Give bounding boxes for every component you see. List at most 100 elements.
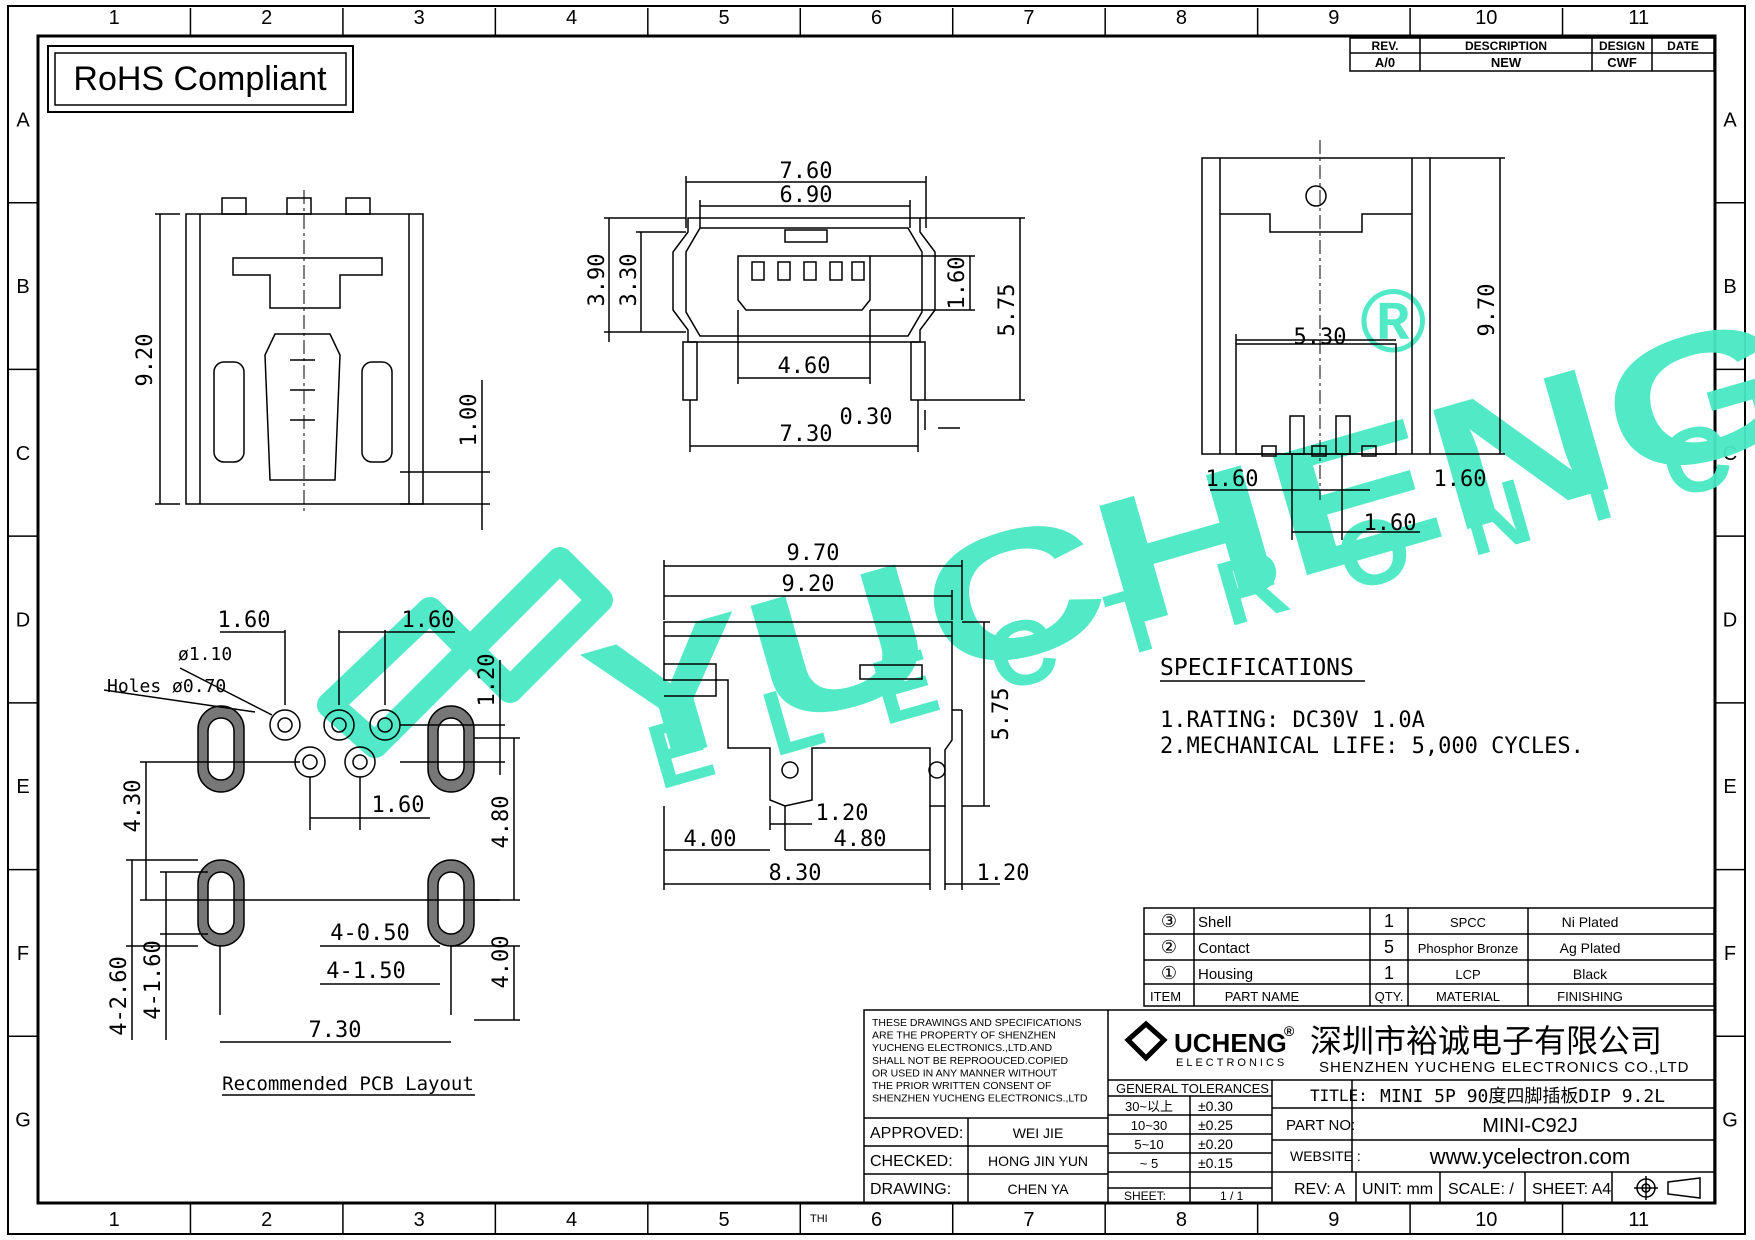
dim-side-p2: 1.60 [1434, 467, 1487, 492]
zone-col-2-bottom: 2 [261, 1209, 272, 1231]
tol-range: ~ 5 [1140, 1156, 1158, 1171]
spec-line-1: 1.RATING: DC30V 1.0A [1160, 708, 1425, 733]
zone-col-6-top: 6 [871, 7, 882, 29]
notice-line: ARE THE PROPERTY OF SHENZHEN [872, 1030, 1056, 1042]
bom-hdr-qty: QTY. [1375, 989, 1404, 1004]
bom-row-name: Housing [1198, 966, 1253, 983]
dim-front-pin-span: 4.60 [778, 354, 831, 379]
zone-row-F-left: F [17, 943, 29, 965]
rev-hdr-design: DESIGN [1599, 39, 1645, 53]
scale-cell: SCALE: / [1448, 1181, 1514, 1198]
zone-col-10-top: 10 [1475, 7, 1497, 29]
rohs-frame [47, 45, 354, 113]
dim-pcb-sl-b: 4-1.60 [141, 940, 166, 1019]
dim-side2-h: 5.75 [989, 688, 1014, 741]
tol-value: ±0.15 [1198, 1155, 1233, 1171]
approved-value: WEI JIE [1013, 1125, 1064, 1141]
pcb-layout [103, 630, 520, 1096]
pcb-title: Recommended PCB Layout [222, 1073, 474, 1095]
zone-col-7-top: 7 [1023, 7, 1034, 29]
zone-col-9-top: 9 [1328, 7, 1339, 29]
bom-row-mat: SPCC [1450, 915, 1486, 930]
zone-col-1-top: 1 [109, 7, 120, 29]
tol-range: 10~30 [1131, 1118, 1168, 1133]
bom-row-fin: Ni Plated [1562, 914, 1619, 930]
sheet-label: SHEET: [1124, 1189, 1166, 1203]
dim-front-h1: 3.90 [585, 254, 610, 307]
logo-sub: ELECTRONICS [1176, 1057, 1287, 1069]
zone-row-D-right: D [1723, 610, 1737, 632]
notice-line: SHALL NOT BE REPROOUCED.COPIED [872, 1055, 1068, 1067]
web-value: www.ycelectron.com [1429, 1144, 1631, 1169]
bom-row-no: ② [1161, 937, 1177, 957]
bom-hdr-mat: MATERIAL [1436, 989, 1500, 1004]
top-view [155, 190, 490, 530]
notice-line: THE PRIOR WRITTEN CONSENT OF [872, 1080, 1051, 1092]
tol-value: ±0.20 [1198, 1136, 1233, 1152]
dim-front-leg-span: 7.30 [780, 422, 833, 447]
zone-col-3-bottom: 3 [414, 1209, 425, 1231]
sheetsize-cell: SHEET: A4 [1532, 1181, 1611, 1198]
dim-side2-d: 8.30 [769, 861, 822, 886]
dim-top-pin: 1.00 [457, 394, 482, 447]
dim-side-p3: 1.60 [1364, 511, 1417, 536]
zone-col-5-top: 5 [718, 7, 729, 29]
notice-line: THESE DRAWINGS AND SPECIFICATIONS [872, 1017, 1081, 1029]
dim-front-pin-h: 1.60 [945, 257, 970, 310]
revision-table [1349, 37, 1715, 72]
tol-range: 5~10 [1134, 1137, 1163, 1152]
dim-pcb-v1: 4.30 [121, 780, 146, 833]
rev-val-rev: A/0 [1375, 55, 1395, 70]
zone-col-8-bottom: 8 [1176, 1209, 1187, 1231]
zone-row-G-left: G [15, 1110, 31, 1132]
logo-mark [1124, 1020, 1168, 1062]
dim-pcb-span: 7.30 [309, 1018, 362, 1043]
bom-row-no: ③ [1161, 911, 1177, 931]
tol-title: GENERAL TOLERANCES [1116, 1081, 1269, 1096]
dim-pcb-p2: 1.60 [402, 608, 455, 633]
logo-main: UCHENG [1174, 1028, 1287, 1058]
unit-cell: UNIT: mm [1362, 1181, 1433, 1198]
bom-row-qty: 1 [1384, 911, 1394, 931]
zone-row-C-left: C [16, 443, 30, 465]
zone-row-A-left: A [16, 109, 30, 131]
watermark: YUCHENG ELECTRONICS ® [317, 272, 1755, 812]
bom-row-mat: Phosphor Bronze [1418, 941, 1518, 956]
zone-col-5-bottom: 5 [718, 1209, 729, 1231]
zone-col-9-bottom: 9 [1328, 1209, 1339, 1231]
dim-front-leg-t: 0.30 [840, 405, 893, 430]
zone-col-2-top: 2 [261, 7, 272, 29]
part-value: MINI-C92J [1482, 1115, 1578, 1137]
rohs-label: RoHS Compliant [73, 60, 327, 98]
dim-side2-inner: 9.20 [782, 572, 835, 597]
zone-col-6-bottom: 6 [871, 1209, 882, 1231]
rev-val-desc: NEW [1491, 55, 1522, 70]
zone-row-C-right: C [1723, 443, 1737, 465]
outer-border [7, 5, 1746, 1235]
dim-side2-c: 4.80 [834, 827, 887, 852]
zone-col-1-bottom: 1 [109, 1209, 120, 1231]
bom-row-mat: LCP [1455, 967, 1480, 982]
zone-col-11-bottom: 11 [1628, 1209, 1649, 1231]
bom-row-name: Shell [1198, 914, 1231, 931]
sheet-value: 1 / 1 [1220, 1189, 1244, 1203]
rev-hdr-desc: DESCRIPTION [1465, 39, 1547, 53]
dim-pcb-slot-o: 4-1.50 [326, 959, 405, 984]
bom-hdr-fin: FINISHING [1557, 989, 1623, 1004]
zone-col-7-bottom: 7 [1023, 1209, 1034, 1231]
dim-front-h2: 3.30 [617, 254, 642, 307]
bom-row-fin: Ag Plated [1560, 940, 1621, 956]
dim-side2-outer: 9.70 [787, 541, 840, 566]
dim-pcb-h1: 1.20 [475, 654, 500, 707]
zone-col-4-top: 4 [566, 7, 577, 29]
tol-range: 30~以上 [1125, 1099, 1173, 1114]
web-label: WEBSITE : [1290, 1148, 1361, 1164]
dim-pcb-p1: 1.60 [218, 608, 271, 633]
dim-side2-b: 1.20 [816, 801, 869, 826]
bom-hdr-name: PART NAME [1225, 989, 1300, 1004]
notice-line: YUCHENG ELECTRONICS.,LTD.AND [872, 1042, 1052, 1054]
dim-side-total: 9.70 [1475, 284, 1500, 337]
bom-row-name: Contact [1198, 940, 1251, 957]
